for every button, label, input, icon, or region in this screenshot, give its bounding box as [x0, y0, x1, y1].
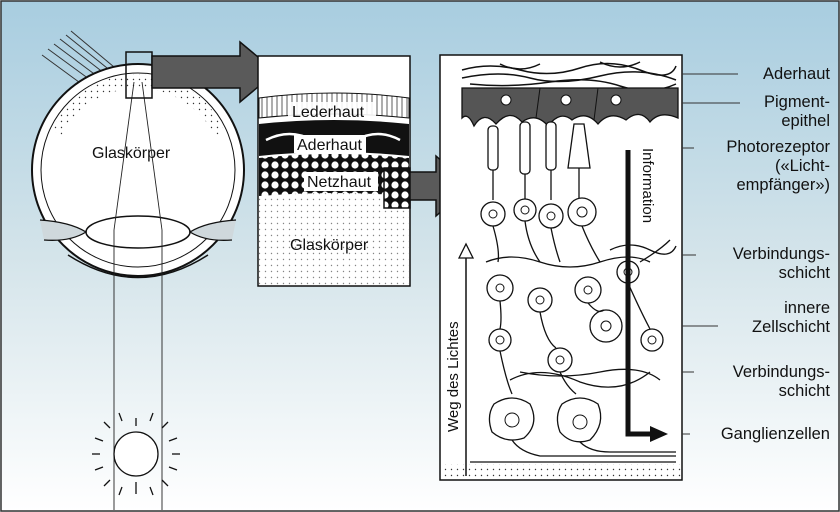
- label-verbindungsschicht-2: Verbindungs-schicht: [733, 363, 830, 401]
- eye-vitreous-label: Glaskörper: [92, 145, 171, 162]
- layer-detail-box: Lederhaut Aderhaut Netzhaut Glaskörper: [258, 56, 410, 286]
- lens: [86, 216, 190, 248]
- layer-choroid-label: Aderhaut: [297, 137, 362, 154]
- layer-retina-label: Netzhaut: [307, 174, 372, 191]
- label-pigmentepithel: Pigment-epithel: [764, 93, 830, 131]
- label-verbindungsschicht-1: Verbindungs-schicht: [733, 245, 830, 283]
- retina-detail-box: Weg des Lichtes Information: [440, 55, 682, 500]
- detail-vitreous-label: Glaskörper: [290, 237, 369, 254]
- layer-sclera-label: Lederhaut: [292, 104, 365, 121]
- information-label: Information: [639, 148, 656, 223]
- label-aderhaut: Aderhaut: [763, 65, 830, 84]
- label-ganglienzellen: Ganglienzellen: [721, 425, 830, 444]
- label-photorezeptor: Photorezeptor(«Licht-empfänger»): [726, 138, 830, 195]
- light-path-label: Weg des Lichtes: [445, 321, 462, 432]
